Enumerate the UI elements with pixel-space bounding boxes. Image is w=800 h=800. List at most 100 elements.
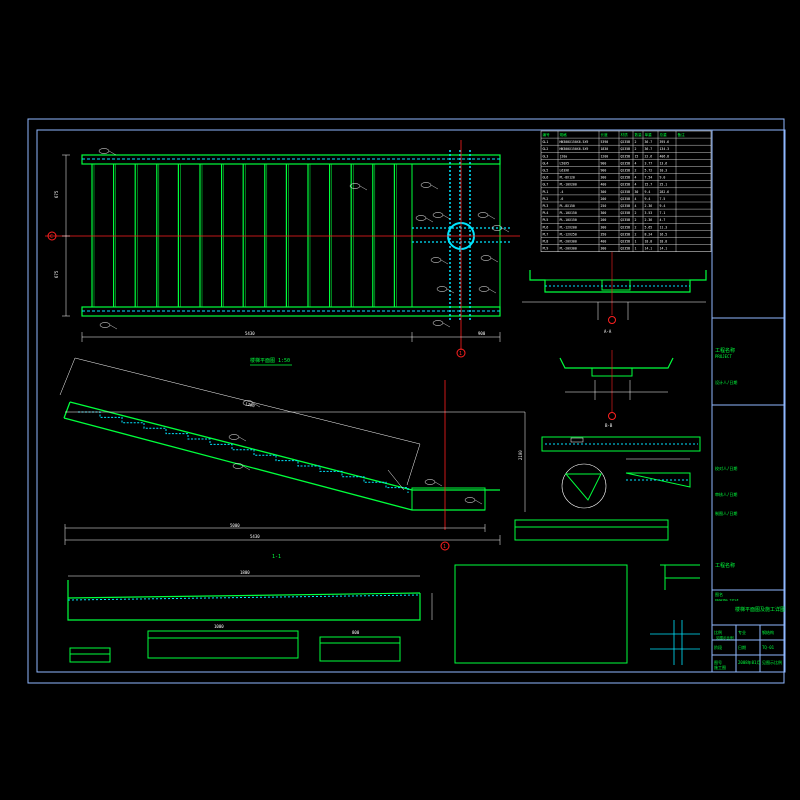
table-cell: GL2 — [543, 147, 549, 151]
table-cell: 2 — [635, 232, 637, 236]
plan-view: C 1 5430 900 675 675 楼梯平面图 1:50 — [45, 140, 520, 366]
table-cell: 22.6 — [645, 154, 653, 158]
reference-tag — [228, 434, 240, 440]
table-cell: 7.54 — [645, 176, 653, 180]
sheet-label: 图号 — [714, 659, 722, 665]
elevation-steps — [78, 411, 409, 493]
table-cell: 2 — [635, 169, 637, 173]
section-b-title: B-B — [605, 423, 613, 428]
table-cell: 9.0 — [660, 176, 666, 180]
table-cell: L50X5 — [560, 161, 570, 165]
table-cell: 9.4 — [645, 190, 651, 194]
table-cell: Q235B — [621, 161, 631, 165]
reference-leader — [440, 259, 449, 265]
table-cell: 4 — [635, 204, 637, 208]
table-cell: PL1 — [543, 190, 549, 194]
section-a-title: A-A — [604, 329, 612, 334]
table-cell: Q235B — [621, 190, 631, 194]
scale-label: 比例 — [714, 629, 722, 635]
reference-tag — [99, 322, 111, 328]
table-cell: 2.36 — [645, 204, 653, 208]
table-cell: 4.7 — [660, 218, 666, 222]
table-cell: 900 — [601, 161, 607, 165]
table-cell: 2 — [635, 147, 637, 151]
table-cell: 7.5 — [660, 197, 666, 201]
elev-axis-1: 1 — [443, 544, 446, 550]
part-len-3: 800 — [352, 630, 360, 635]
reference-leader — [108, 150, 117, 156]
table-cell: Q235B — [621, 204, 631, 208]
table-cell: 395.6 — [660, 140, 670, 144]
reference-tag — [415, 215, 427, 221]
table-cell: GL1 — [543, 140, 549, 144]
table-cell: 36.7 — [645, 147, 653, 151]
design-row: 设计人/日期 — [715, 379, 737, 385]
plan-width-dim: 5430 — [245, 331, 255, 336]
stringer-lower — [63, 417, 485, 511]
table-cell: GL5 — [543, 169, 549, 173]
table-cell: 3.77 — [645, 161, 653, 165]
table-cell: 14.1 — [645, 247, 653, 251]
discipline-label: 专业 — [738, 629, 746, 635]
table-cell: 200 — [601, 218, 607, 222]
plan-depth-top: 675 — [54, 190, 59, 198]
inner-frame — [36, 129, 786, 673]
table-cell: PL-10X150 — [560, 218, 577, 222]
reference-tag — [464, 497, 476, 503]
table-cell: Q235B — [621, 211, 631, 215]
check-row: 校对人/日期 — [715, 465, 737, 471]
table-cell: 10.3 — [660, 169, 668, 173]
table-header-cell: 单重 — [645, 132, 653, 137]
plan-landing — [411, 163, 501, 308]
section-b-view: B-B — [559, 350, 674, 428]
plan-depth-bottom: 675 — [54, 270, 59, 278]
table-cell: 250 — [601, 204, 607, 208]
table-cell: 4 — [635, 176, 637, 180]
table-cell: 134.3 — [660, 147, 670, 151]
table-cell: -6 — [560, 197, 564, 201]
table-cell: PL9 — [543, 247, 549, 251]
reference-leader — [359, 185, 368, 191]
project-label: 工程名称 — [715, 347, 735, 354]
table-header-cell: 总重 — [660, 132, 668, 137]
table-cell: 11.3 — [660, 225, 668, 229]
table-cell: 400 — [601, 240, 607, 244]
table-cell: Q235B — [621, 140, 631, 144]
detail-parts — [514, 436, 701, 665]
scale-value-2: 见图示比例 — [762, 659, 782, 665]
table-cell: 900 — [601, 169, 607, 173]
table-header-cell: 数量 — [635, 132, 643, 137]
reference-tag — [480, 255, 492, 261]
table-cell: Q235B — [621, 240, 631, 244]
table-cell: Q235B — [621, 183, 631, 187]
plan-tags — [98, 148, 510, 330]
table-cell: PL-20X300 — [560, 247, 577, 251]
reference-leader — [242, 465, 251, 471]
table-cell: Q235B — [621, 169, 631, 173]
table-cell: PL-10X150 — [560, 211, 577, 215]
table-cell: Q235B — [621, 225, 631, 229]
table-cell: PL-8X150 — [560, 204, 575, 208]
project-sub: PROJECT — [715, 354, 732, 359]
plan-right-dim: 900 — [478, 331, 486, 336]
landing-beam — [411, 487, 486, 511]
reference-leader — [252, 402, 261, 408]
table-cell: PL5 — [543, 218, 549, 222]
table-cell: 30 — [635, 190, 639, 194]
table-cell: PL2 — [543, 197, 549, 201]
reference-leader — [442, 322, 451, 328]
table-cell: 4 — [635, 183, 637, 187]
reference-tag — [478, 286, 490, 292]
reference-leader — [487, 214, 496, 220]
table-cell: 9.4 — [660, 204, 666, 208]
axis-c-label: C — [50, 234, 53, 240]
table-cell: 200 — [601, 197, 607, 201]
draw-row: 制图人/日期 — [715, 510, 737, 516]
table-cell: PL8 — [543, 240, 549, 244]
table-cell: PL4 — [543, 211, 549, 215]
sheet-value: TQ-01 — [762, 645, 775, 650]
plan-title: 楼梯平面图 1:50 — [250, 357, 290, 364]
table-cell: 16.5 — [660, 232, 668, 236]
table-cell: HN300X150X6.5X9 — [560, 140, 589, 144]
